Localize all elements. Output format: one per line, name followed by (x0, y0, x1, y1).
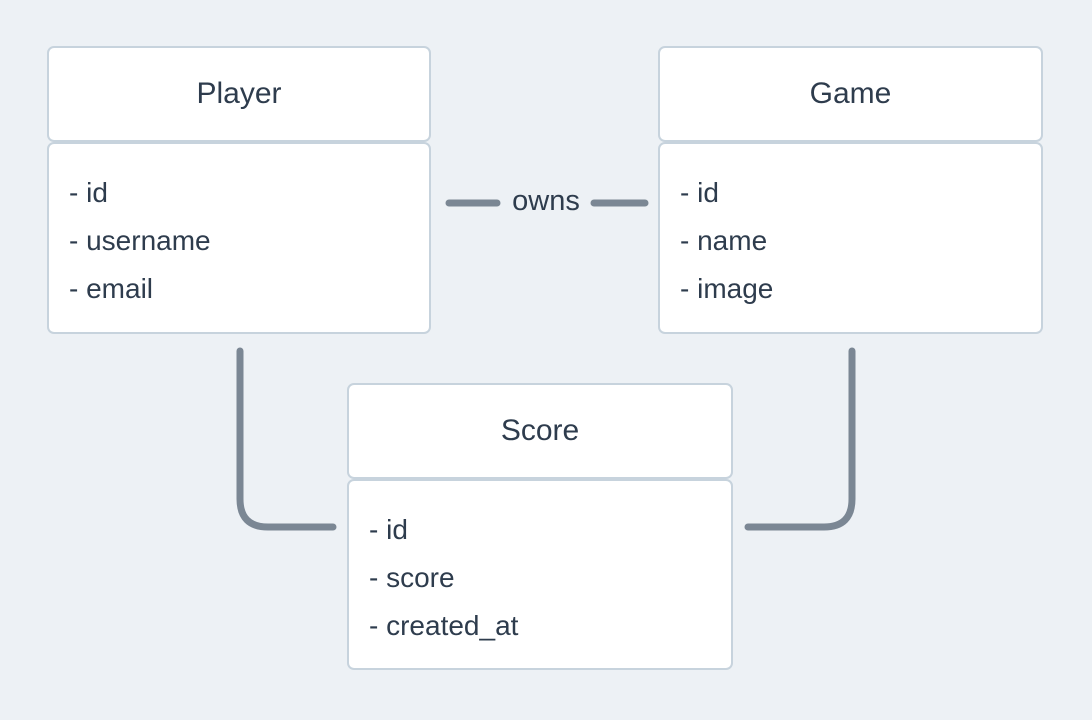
entity-fields-game: - id - name - image (658, 142, 1043, 334)
entity-card-score: Score - id - score - created_at (347, 383, 733, 670)
entity-title: Score (500, 414, 580, 447)
entity-fields-player: - id - username - email (47, 142, 431, 334)
relationship-owns-label: owns (512, 185, 580, 218)
entity-field: - name (680, 225, 768, 256)
entity-fields-score: - id - score - created_at (347, 479, 733, 670)
entity-field: - id (369, 514, 408, 545)
entity-field: - id (680, 177, 719, 208)
entity-field: - email (69, 273, 154, 304)
entity-title: Game (809, 77, 892, 110)
entity-card-player: Player - id - username - email (47, 46, 431, 334)
entity-field: - id (69, 177, 108, 208)
entity-header-player: Player (47, 46, 431, 142)
entity-header-game: Game (658, 46, 1043, 142)
entity-field: - created_at (369, 610, 519, 641)
relationship-line-game-score (744, 347, 856, 531)
relationship-line-player-score (236, 347, 337, 531)
entity-field: - image (680, 273, 774, 304)
entity-header-score: Score (347, 383, 733, 479)
entity-title: Player (196, 77, 282, 110)
entity-card-game: Game - id - name - image (658, 46, 1043, 334)
entity-field: - score (369, 562, 455, 593)
entity-field: - username (69, 225, 211, 256)
